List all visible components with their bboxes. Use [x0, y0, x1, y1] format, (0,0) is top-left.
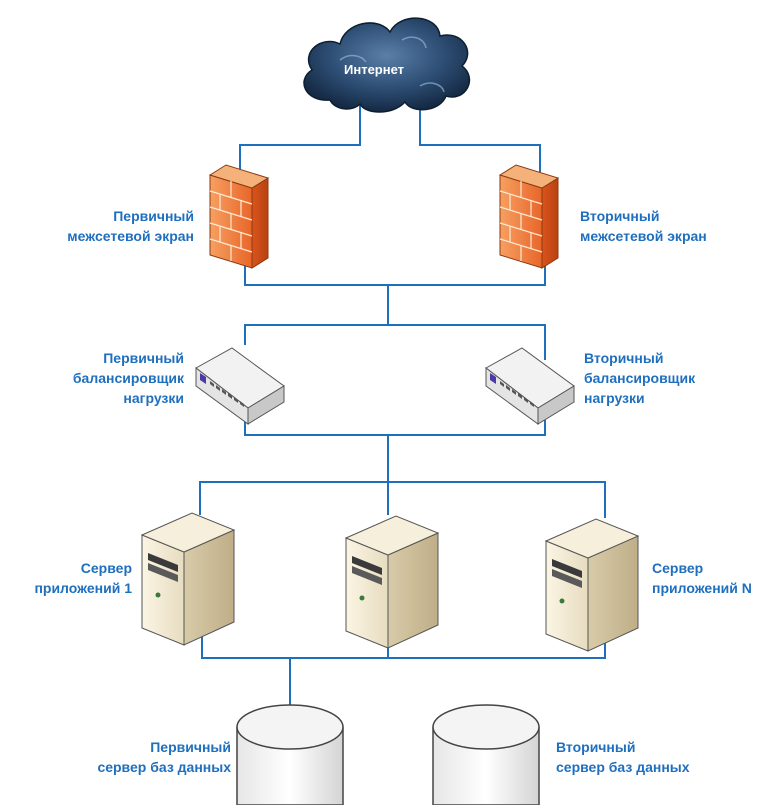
server-icon	[140, 512, 236, 646]
app-server-1-label: Сервер приложений 1	[34, 558, 132, 598]
label-line: приложений N	[652, 580, 752, 596]
label-line: Сервер	[652, 560, 704, 576]
server-icon	[344, 515, 440, 649]
secondary-load-balancer-label: Вторичный балансировщик нагрузки	[584, 348, 695, 408]
label-line: сервер баз данных	[97, 759, 231, 775]
label-line: межсетевой экран	[580, 228, 707, 244]
primary-firewall-label: Первичный межсетевой экран	[67, 206, 194, 246]
load-balancer-icon	[195, 347, 285, 425]
secondary-database-label: Вторичный сервер баз данных	[556, 737, 690, 777]
secondary-firewall-label: Вторичный межсетевой экран	[580, 206, 707, 246]
firewall-icon	[208, 164, 270, 269]
database-icon	[236, 704, 344, 805]
primary-load-balancer-label: Первичный балансировщик нагрузки	[73, 348, 184, 408]
label-line: Вторичный	[556, 739, 636, 755]
server-icon	[544, 518, 640, 652]
internet-label: Интернет	[344, 62, 405, 77]
label-line: нагрузки	[584, 390, 645, 406]
label-line: Вторичный	[580, 208, 660, 224]
database-icon	[432, 704, 540, 805]
label-line: приложений 1	[34, 580, 132, 596]
app-server-n-label: Сервер приложений N	[652, 558, 752, 598]
label-line: балансировщик	[584, 370, 696, 386]
label-line: Сервер	[80, 560, 132, 576]
load-balancer-icon	[485, 347, 575, 425]
label-line: Вторичный	[584, 350, 664, 366]
label-line: Первичный	[113, 208, 194, 224]
primary-database-label: Первичный сервер баз данных	[97, 737, 231, 777]
label-line: сервер баз данных	[556, 759, 690, 775]
firewall-icon	[498, 164, 560, 269]
label-line: межсетевой экран	[67, 228, 194, 244]
label-line: Первичный	[103, 350, 184, 366]
internet-cloud	[303, 17, 471, 113]
label-line: нагрузки	[123, 390, 184, 406]
label-line: Первичный	[150, 739, 231, 755]
label-line: балансировщик	[72, 370, 184, 386]
